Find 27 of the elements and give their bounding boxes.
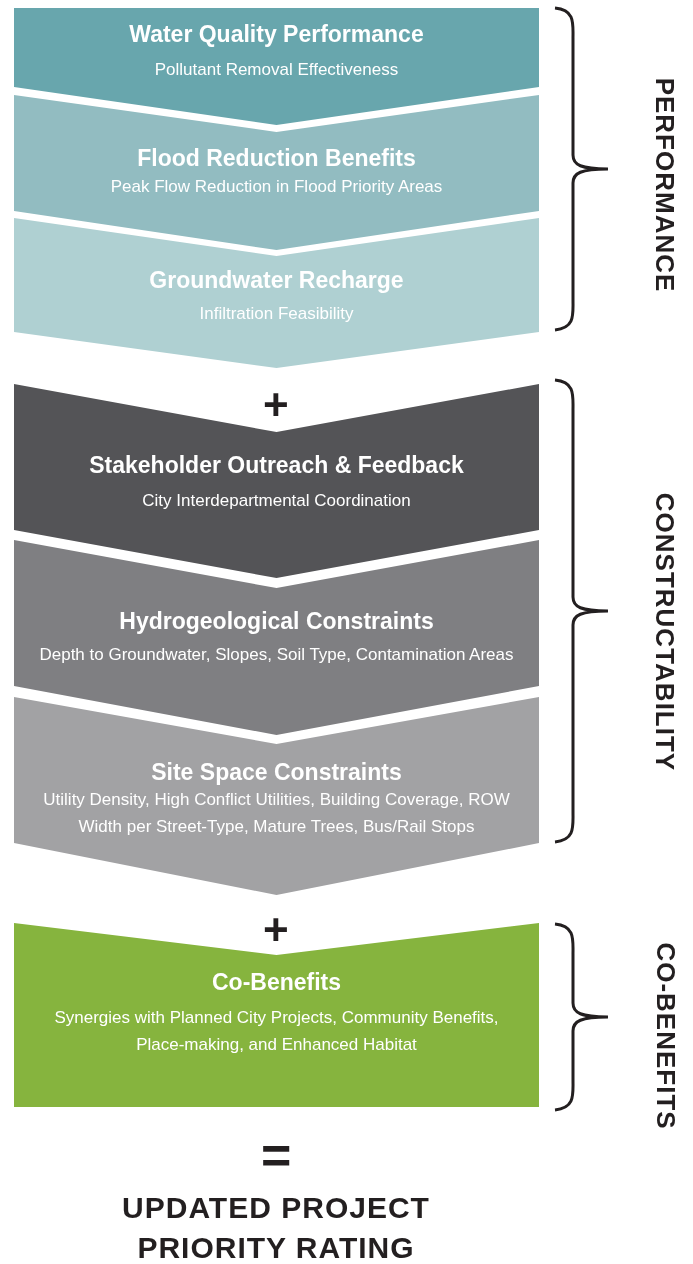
band-heading: Water Quality Performance bbox=[129, 20, 424, 48]
band-description: City Interdepartmental Coordination bbox=[142, 490, 411, 512]
band-heading: Stakeholder Outreach & Feedback bbox=[89, 451, 464, 479]
chevron-band bbox=[14, 8, 539, 125]
band-description: Pollutant Removal Effectiveness bbox=[154, 59, 399, 81]
operator-symbol: + bbox=[263, 383, 289, 427]
band-description: Utility Density, High Conflict Utilities, Building Coverage, ROW Width per Street-Type, Mature Trees, Bus/Rail Stops bbox=[42, 789, 511, 838]
band-heading: Co-Benefits bbox=[211, 968, 342, 996]
result-label: UPDATED PROJECT PRIORITY RATING bbox=[121, 1190, 431, 1264]
operator-symbol: = bbox=[261, 1129, 292, 1181]
group-label: CONSTRUCTABILITY bbox=[652, 492, 679, 772]
chevron-band bbox=[14, 697, 539, 895]
chevron-band bbox=[14, 218, 539, 368]
chevron-band bbox=[14, 95, 539, 250]
band-heading: Hydrogeological Constraints bbox=[119, 607, 434, 635]
band-heading: Flood Reduction Benefits bbox=[137, 144, 416, 172]
band-description: Peak Flow Reduction in Flood Priority Areas bbox=[110, 176, 443, 198]
group-label: PERFORMANCE bbox=[651, 77, 678, 293]
band-heading: Groundwater Recharge bbox=[149, 266, 404, 294]
band-heading: Site Space Constraints bbox=[151, 758, 402, 786]
band-description: Infiltration Feasibility bbox=[199, 303, 354, 325]
chevron-band bbox=[14, 540, 539, 735]
band-description: Synergies with Planned City Projects, Community Benefits, Place-making, and Enhanced Habitat bbox=[53, 1007, 500, 1056]
chevron-band bbox=[14, 384, 539, 578]
operator-symbol: + bbox=[263, 908, 289, 952]
group-label: CO-BENEFITS bbox=[652, 942, 679, 1130]
band-description: Depth to Groundwater, Slopes, Soil Type, Contamination Areas bbox=[39, 644, 514, 666]
